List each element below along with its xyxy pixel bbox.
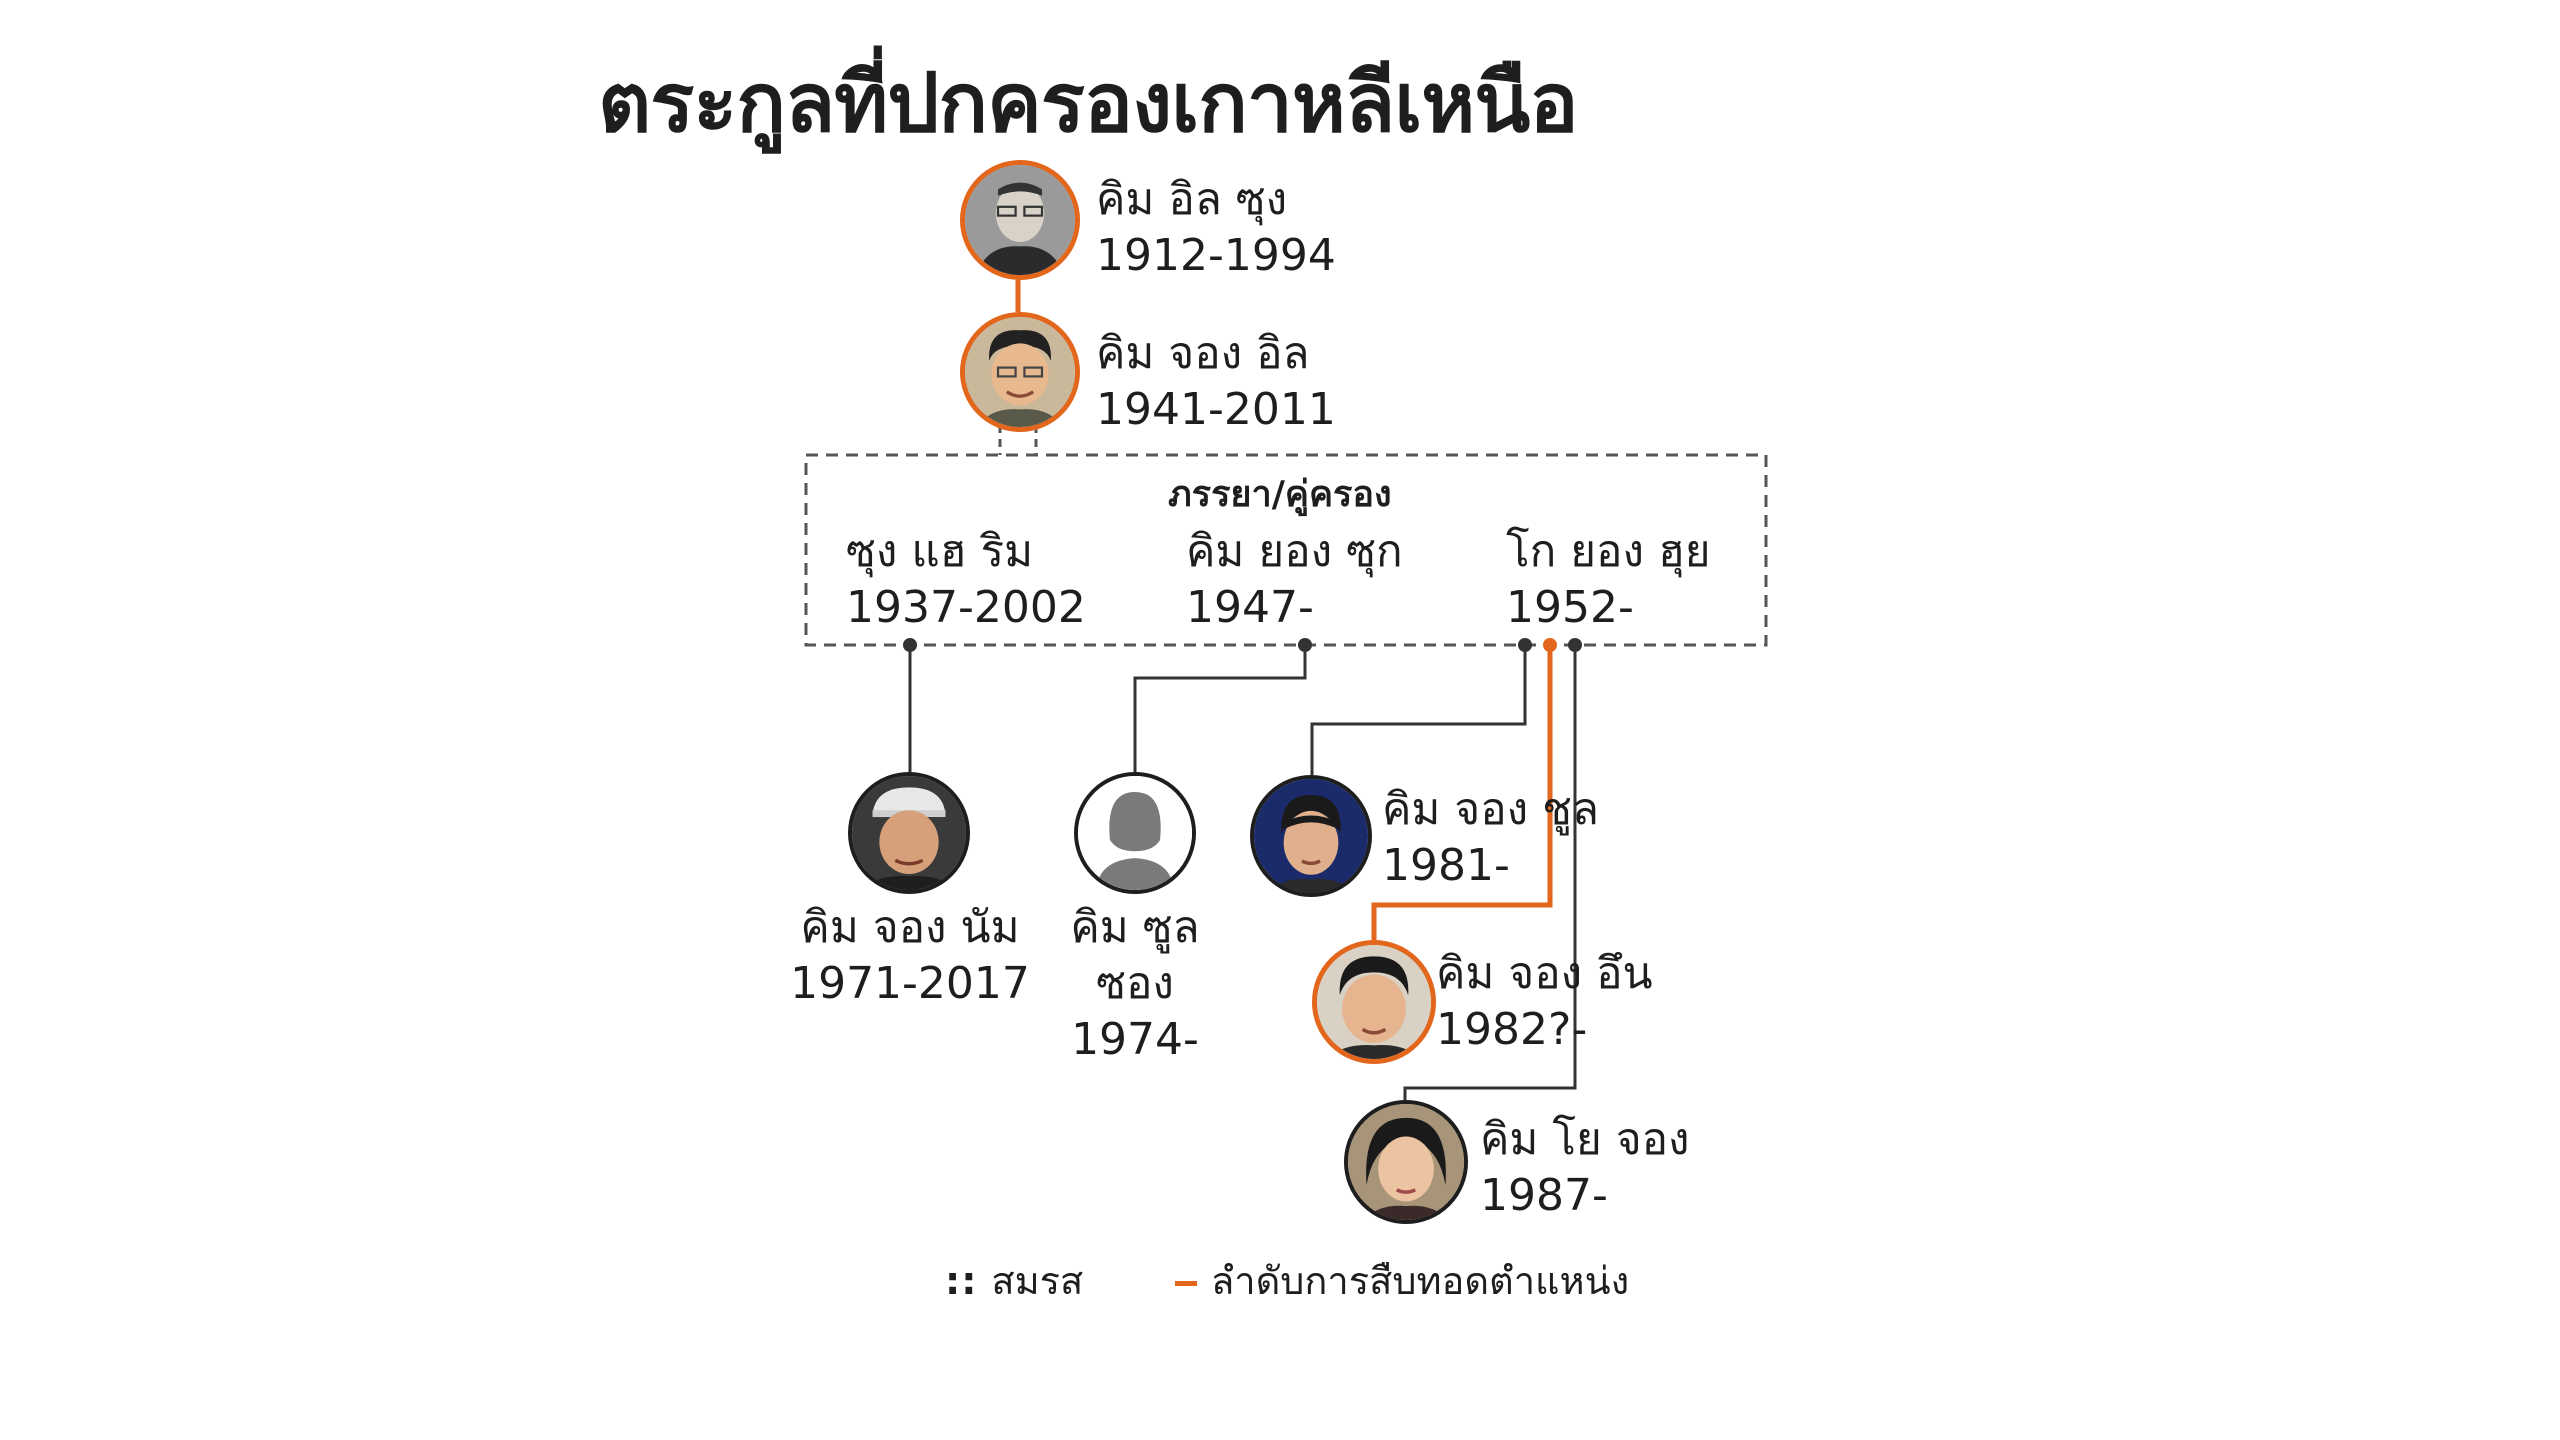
- person-name: คิม จอง ชูล: [1382, 784, 1599, 835]
- person-years: 1981-: [1382, 840, 1510, 891]
- child-line-yo-jong: [1403, 645, 1577, 1100]
- partner-ko-young-hee: โก ยอง ฮุย 1952-: [1506, 524, 1711, 636]
- silhouette-icon: [1078, 776, 1192, 890]
- person-years: 1941-2011: [1096, 384, 1336, 435]
- person-years: 1982?-: [1436, 1004, 1588, 1055]
- person-name: คิม จอง อึน: [1436, 948, 1653, 999]
- dash-legend-mark: ::: [945, 1259, 978, 1303]
- portrait-icon: [1348, 1104, 1464, 1220]
- portrait-icon: [1317, 945, 1431, 1059]
- kim-il-sung-label: คิม อิล ซุง 1912-1994: [1096, 172, 1336, 284]
- person-years: 1987-: [1480, 1170, 1608, 1221]
- orange-legend-mark: [1175, 1281, 1197, 1286]
- legend-marriage: ::สมรส: [945, 1250, 1083, 1311]
- succession-line-2: [1371, 645, 1553, 944]
- child-line-sul-song: [1133, 645, 1307, 772]
- partner-kim-young-sook: คิม ยอง ซุก 1947-: [1186, 524, 1403, 636]
- person-years: 1971-2017: [790, 958, 1030, 1009]
- legend-succession-label: ลำดับการสืบทอดตำแหน่ง: [1211, 1259, 1630, 1303]
- person-name-line2: ซอง: [1096, 958, 1174, 1009]
- node-dot-orange: [1543, 638, 1557, 652]
- person-name: คิม อิล ซุง: [1096, 174, 1288, 225]
- person-name: คิม จอง อิล: [1096, 328, 1310, 379]
- partners-heading: ภรรยา/คู่ครอง: [1168, 474, 1392, 515]
- kim-jong-chul-label: คิม จอง ชูล 1981-: [1382, 782, 1599, 894]
- node-dot: [1298, 638, 1312, 652]
- node-dot: [903, 638, 917, 652]
- person-name-line1: คิม ซูล: [1070, 902, 1200, 953]
- partner-name: คิม ยอง ซุก: [1186, 526, 1403, 577]
- person-years: 1974-: [1071, 1014, 1199, 1065]
- kim-jong-chul-photo: [1250, 775, 1372, 897]
- kim-sul-song-label: คิม ซูล ซอง 1974-: [1010, 900, 1260, 1068]
- kim-jong-il-photo: [960, 312, 1080, 432]
- partner-name: ซุง แฮ ริม: [846, 526, 1034, 577]
- person-years: 1912-1994: [1096, 230, 1336, 281]
- kim-jong-nam-photo: [848, 772, 970, 894]
- node-dot: [1568, 638, 1582, 652]
- person-name: คิม จอง นัม: [800, 902, 1020, 953]
- kim-jong-nam-label: คิม จอง นัม 1971-2017: [770, 900, 1050, 1012]
- page-title: ตระกูลที่ปกครองเกาหลีเหนือ: [598, 56, 1579, 151]
- partner-years: 1937-2002: [846, 582, 1086, 633]
- child-line-jong-chul: [1310, 645, 1527, 775]
- kim-jong-il-label: คิม จอง อิล 1941-2011: [1096, 326, 1336, 438]
- kim-yo-jong-label: คิม โย จอง 1987-: [1480, 1112, 1690, 1224]
- portrait-icon: [852, 776, 966, 890]
- marriage-box: [804, 453, 1768, 647]
- portrait-icon: [965, 165, 1075, 275]
- kim-jong-un-label: คิม จอง อึน 1982?-: [1436, 946, 1653, 1058]
- kim-jong-un-photo: [1312, 940, 1436, 1064]
- kim-il-sung-photo: [960, 160, 1080, 280]
- person-name: คิม โย จอง: [1480, 1114, 1690, 1165]
- portrait-icon: [1254, 779, 1368, 893]
- partner-name: โก ยอง ฮุย: [1506, 526, 1711, 577]
- partner-sung-hae-rim: ซุง แฮ ริม 1937-2002: [846, 524, 1086, 636]
- node-dot: [1518, 638, 1532, 652]
- kim-yo-jong-photo: [1344, 1100, 1468, 1224]
- kim-sul-song-photo: [1074, 772, 1196, 894]
- portrait-icon: [965, 317, 1075, 427]
- legend-marriage-label: สมรส: [991, 1259, 1084, 1303]
- legend-succession: ลำดับการสืบทอดตำแหน่ง: [1175, 1250, 1629, 1311]
- partner-years: 1952-: [1506, 582, 1634, 633]
- partner-years: 1947-: [1186, 582, 1314, 633]
